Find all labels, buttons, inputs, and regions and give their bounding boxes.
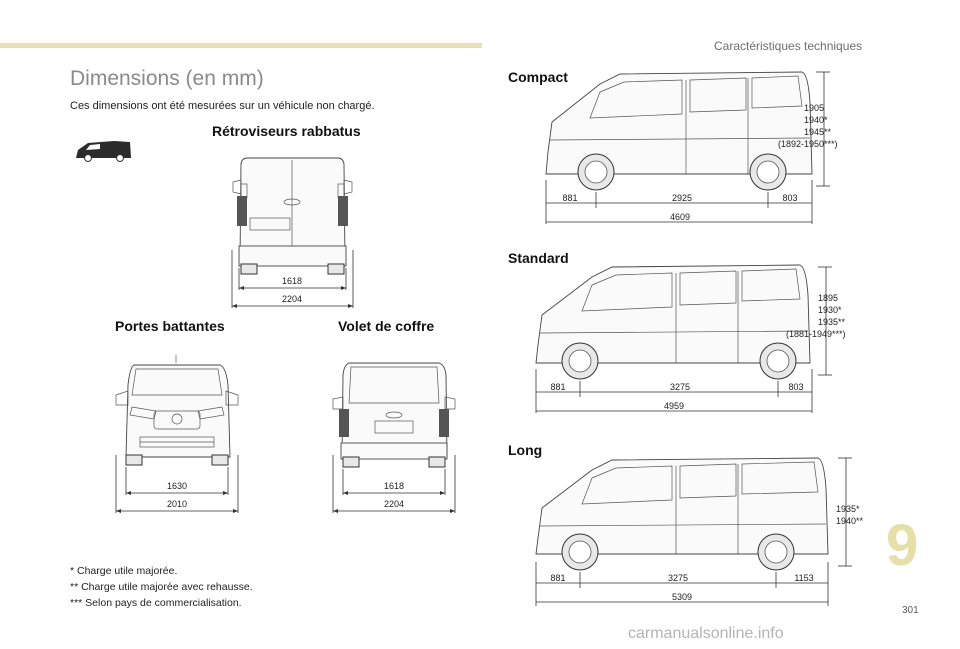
label-volet-coffre: Volet de coffre xyxy=(338,318,435,334)
compact-total-length: 4609 xyxy=(670,212,690,222)
standard-rear-overhang: 803 xyxy=(788,382,803,392)
compact-rear-overhang: 803 xyxy=(782,193,797,203)
long-front-overhang: 881 xyxy=(550,573,565,583)
portes-outer-width: 2010 xyxy=(167,499,187,509)
long-height-2: 1940** xyxy=(836,516,864,526)
watermark: carmanualsonline.info xyxy=(628,625,784,642)
standard-wheelbase: 3275 xyxy=(670,382,690,392)
side-view-standard: 881 3275 803 4959 1895 1930* 1935** (188… xyxy=(535,264,846,413)
van-icon xyxy=(76,141,131,162)
standard-height-4: (1881-1949***) xyxy=(786,329,846,339)
label-retroviseurs: Rétroviseurs rabbatus xyxy=(212,123,361,139)
footnotes: * Charge utile majorée. ** Charge utile … xyxy=(70,563,253,611)
compact-height-1: 1905 xyxy=(804,103,824,113)
volet-outer-width: 2204 xyxy=(384,499,404,509)
compact-height-2: 1940* xyxy=(804,115,828,125)
compact-height-3: 1945** xyxy=(804,127,832,137)
standard-height-1: 1895 xyxy=(818,293,838,303)
header-accent-bar xyxy=(0,43,482,48)
chapter-number: 9 xyxy=(886,513,919,578)
long-rear-overhang: 1153 xyxy=(794,573,813,583)
footnote-3: *** Selon pays de commercialisation. xyxy=(70,597,242,609)
side-view-compact: 881 2925 803 4609 1905 1940* 1945** (189… xyxy=(545,71,838,224)
long-total-length: 5309 xyxy=(672,592,692,602)
standard-height-3: 1935** xyxy=(818,317,846,327)
label-portes-battantes: Portes battantes xyxy=(115,318,225,334)
footnote-2: ** Charge utile majorée avec rehausse. xyxy=(70,581,253,593)
label-compact: Compact xyxy=(508,69,568,85)
rear-mirror-outer-width: 2204 xyxy=(282,294,302,304)
label-standard: Standard xyxy=(508,250,569,266)
long-wheelbase: 3275 xyxy=(668,573,688,583)
rear-view-mirrors-folded: 1618 2204 xyxy=(231,157,354,308)
volet-inner-width: 1618 xyxy=(384,481,404,491)
label-long: Long xyxy=(508,442,543,458)
footnote-1: * Charge utile majorée. xyxy=(70,565,178,577)
standard-total-length: 4959 xyxy=(664,401,684,411)
compact-wheelbase: 2925 xyxy=(672,193,692,203)
rear-mirror-inner-width: 1618 xyxy=(282,276,302,286)
portes-inner-width: 1630 xyxy=(167,481,187,491)
page-number: 301 xyxy=(902,605,919,616)
standard-front-overhang: 881 xyxy=(550,382,565,392)
section-header: Caractéristiques techniques xyxy=(714,39,863,53)
long-height-1: 1935* xyxy=(836,504,860,514)
rear-view-volet-coffre: 1618 2204 xyxy=(332,362,456,513)
compact-front-overhang: 881 xyxy=(562,193,577,203)
compact-height-4: (1892-1950***) xyxy=(778,139,838,149)
standard-height-2: 1930* xyxy=(818,305,842,315)
front-view-portes-battantes: 1630 2010 xyxy=(115,355,239,513)
side-view-long: 881 3275 1153 5309 1935* 1940** xyxy=(535,457,864,606)
page-subtitle: Ces dimensions ont été mesurées sur un v… xyxy=(70,100,375,112)
page-title: Dimensions (en mm) xyxy=(70,67,264,90)
